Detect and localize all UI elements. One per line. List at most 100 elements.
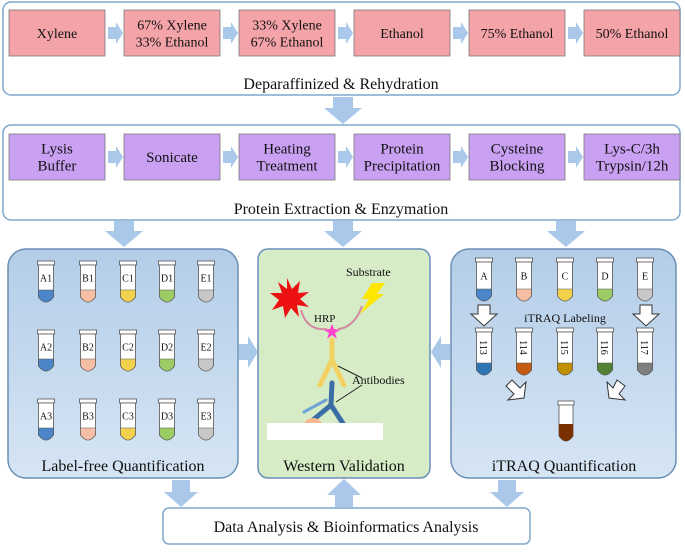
extraction-step-6-label-2: Trypsin/12h — [596, 159, 669, 175]
label-free-tube-B2: B2 — [79, 329, 97, 372]
extraction-step-5-label-1: Cysteine — [491, 142, 544, 158]
deparaffinization-step-4 — [353, 9, 451, 57]
label-free-tube-E1: E1 — [197, 260, 215, 303]
label-free-tube-D3-label: D3 — [161, 412, 173, 423]
deparaffinization-step-5 — [468, 9, 566, 57]
itraq-sample-tube-E-label: E — [642, 272, 648, 283]
arrow-up-from-analysis — [327, 479, 361, 507]
arrow-down-1 — [324, 97, 362, 124]
hrp-star-icon — [324, 324, 340, 339]
arrow-right-into-western — [239, 336, 258, 368]
label-free-tube-B3-label: B3 — [82, 412, 94, 423]
label-free-tube-D2: D2 — [158, 329, 176, 372]
extraction-arrow-3 — [338, 146, 353, 168]
label-free-tube-A3: A3 — [37, 398, 55, 441]
extraction-step-5-label-2: Blocking — [490, 159, 545, 175]
deparaffinization-step-5-label-1: 75% Ethanol — [481, 27, 554, 42]
deparaffinization-arrow-4 — [453, 22, 468, 44]
label-free-tube-A2: A2 — [37, 329, 55, 372]
extraction-arrow-5 — [568, 146, 583, 168]
itraq-sample-tube-C: C — [556, 257, 574, 302]
label-free-tube-D1-label: D1 — [161, 274, 173, 285]
label-free-tube-A2-label: A2 — [40, 343, 52, 354]
itraq-tag-tube-113: 113 — [475, 327, 493, 376]
antibodies-label: Antibodies — [352, 373, 405, 387]
hrp-link-right — [337, 305, 363, 330]
pooled-tube — [557, 400, 575, 442]
itraq-tag-tube-116-label: 116 — [598, 340, 609, 355]
extraction-title: Protein Extraction & Enzymation — [234, 201, 449, 218]
itraq-arrow-left — [469, 304, 499, 327]
label-free-tube-B1: B1 — [79, 260, 97, 303]
deparaffinization-step-3-label-2: 67% Ethanol — [251, 36, 324, 51]
itraq-merge-arrow-right — [606, 379, 627, 401]
deparaffinization-step-4-label-1: Ethanol — [380, 27, 424, 42]
extraction-step-3-label-1: Heating — [263, 142, 311, 158]
label-free-tube-D3: D3 — [158, 398, 176, 441]
label-free-tube-C1-label: C1 — [122, 274, 134, 285]
western-title: Western Validation — [283, 458, 405, 475]
label-free-tube-A1: A1 — [37, 260, 55, 303]
antibodies-pointer-1 — [337, 365, 363, 379]
secondary-antibody-arm-left — [317, 357, 335, 388]
itraq-tag-tube-115-label: 115 — [558, 340, 569, 355]
extraction-step-1-label-1: Lysis — [41, 142, 73, 158]
itraq-sample-tube-D-label: D — [601, 272, 608, 283]
label-free-tube-D1: D1 — [158, 260, 176, 303]
itraq-tag-tube-116: 116 — [596, 327, 614, 376]
deparaffinization-step-3 — [238, 9, 336, 57]
deparaffinization-step-2-label-2: 33% Ethanol — [136, 36, 209, 51]
label-free-tube-D2-label: D2 — [161, 343, 173, 354]
extraction-step-4-label-2: Precipitation — [364, 159, 441, 175]
extraction-step-1-label-2: Buffer — [38, 159, 77, 175]
membrane — [267, 423, 383, 440]
label-free-tube-E3-label: E3 — [200, 412, 211, 423]
analysis-title: Data Analysis & Bioinformatics Analysis — [214, 519, 479, 536]
deparaffinization-step-1-label-1: Xylene — [37, 27, 77, 42]
itraq-tag-tubes: 113 114 115 116 117 — [475, 327, 654, 376]
deparaffinization-arrow-3 — [338, 22, 353, 44]
analysis-box — [162, 507, 531, 545]
lightning-icon — [360, 283, 385, 314]
antibodies-pointer-2 — [335, 384, 363, 403]
itraq-sample-tubes: A B C D E — [475, 257, 654, 302]
deparaffinization-title: Deparaffinized & Rehydration — [243, 76, 438, 93]
itraq-sample-tube-A-label: A — [480, 272, 488, 283]
extraction-arrow-2 — [223, 146, 238, 168]
deparaffinization-arrow-1 — [108, 22, 123, 44]
extraction-step-4-label-1: Protein — [380, 142, 424, 158]
label-free-tube-C2-label: C2 — [122, 343, 134, 354]
extraction-arrow-1 — [108, 146, 123, 168]
arrow-down-to-analysis-left — [164, 480, 198, 507]
itraq-arrow-right — [631, 304, 661, 327]
itraq-tag-tube-115: 115 — [556, 327, 574, 376]
itraq-sample-tube-B-label: B — [521, 272, 528, 283]
itraq-sample-tube-B: B — [515, 257, 533, 302]
label-free-tube-A1-label: A1 — [40, 274, 52, 285]
substrate-starburst-icon — [270, 278, 309, 318]
label-free-tube-E2-label: E2 — [200, 343, 211, 354]
secondary-antibody-arm-right — [329, 357, 347, 388]
hrp-link-left — [300, 309, 328, 331]
arrow-down-right — [547, 221, 585, 247]
itraq-labeling-label: iTRAQ Labeling — [524, 311, 606, 325]
itraq-tag-tube-114-label: 114 — [517, 340, 528, 355]
primary-antibody-arm-left — [310, 402, 334, 423]
label-free-tube-C1: C1 — [119, 260, 137, 303]
deparaffinization-arrow-5 — [568, 22, 583, 44]
substrate-label: Substrate — [346, 265, 391, 279]
itraq-sample-tube-C-label: C — [562, 272, 569, 283]
itraq-merge-arrow-left — [505, 379, 527, 401]
itraq-tag-tube-117-label: 117 — [638, 340, 649, 355]
label-free-tube-C3-label: C3 — [122, 412, 134, 423]
arrow-down-to-analysis-right — [490, 480, 524, 507]
extraction-steps: LysisBufferSonicateHeatingTreatmentProte… — [8, 133, 681, 181]
western-panel — [257, 248, 431, 479]
extraction-step-6 — [583, 133, 681, 181]
deparaffinization-step-6-label-1: 50% Ethanol — [596, 27, 669, 42]
deparaffinization-arrow-2 — [223, 22, 238, 44]
arrow-down-center — [324, 221, 362, 247]
arrow-left-into-western — [431, 336, 450, 368]
